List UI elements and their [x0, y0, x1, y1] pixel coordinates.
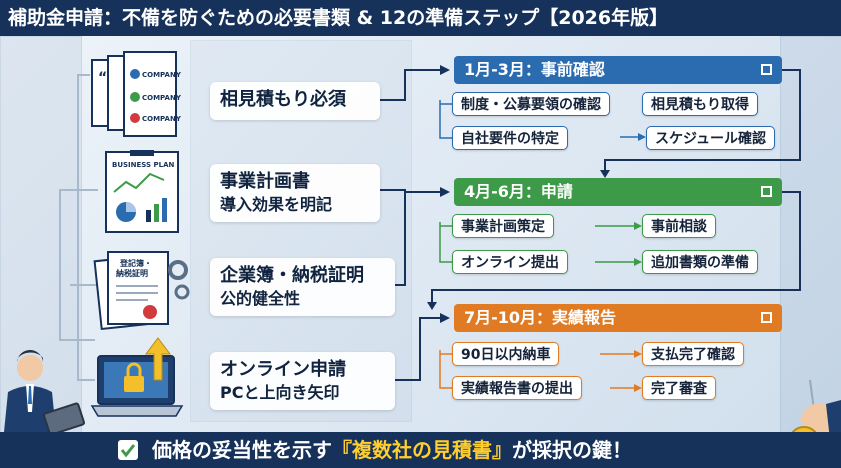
footer-text-before: 価格の妥当性を示す [152, 438, 332, 462]
step-item: スケジュール確認 [646, 126, 776, 150]
step-item: 追加書類の準備 [642, 250, 758, 274]
company-text-1: COMPANY [142, 71, 182, 79]
laptop-upload-icon [90, 336, 184, 417]
certificate-text-1: 登記簿・ [119, 258, 152, 268]
step-item: 実績報告書の提出 [452, 376, 582, 400]
step-item: 事業計画策定 [452, 214, 554, 238]
step-item: オンライン提出 [452, 250, 568, 274]
background-shelf-right [780, 36, 841, 434]
footer-banner: 価格の妥当性を示す『複数社の見積書』が採択の鍵！ [0, 432, 841, 468]
document-label-business-plan: 事業計画書 導入効果を明記 [210, 164, 380, 222]
step-item: 制度・公募要領の確認 [452, 92, 610, 116]
footer-text-highlight: 『複数社の見積書』 [332, 438, 512, 462]
document-subtitle: PCと上向き矢印 [220, 383, 340, 402]
document-title: 事業計画書 [220, 171, 310, 192]
svg-text:“: “ [98, 70, 107, 86]
phase-header-2: 4月-6月：申請 [454, 178, 782, 206]
document-label-certificate: 企業簿・納税証明 公的健全性 [210, 258, 395, 316]
footer-message: 価格の妥当性を示す『複数社の見積書』が採択の鍵！ [152, 432, 632, 468]
checkbox-icon [761, 312, 772, 323]
business-plan-icon: BUSINESS PLAN [104, 150, 192, 233]
checkmark-icon [118, 440, 138, 460]
step-item: 自社要件の特定 [452, 126, 568, 150]
footer-text-after: が採択の鍵！ [512, 438, 632, 462]
document-title: オンライン申請 [220, 359, 346, 380]
step-item: 事前相談 [642, 214, 716, 238]
step-item: 相見積もり取得 [642, 92, 758, 116]
phase-title: 1月-3月：事前確認 [464, 60, 605, 79]
company-text-3: COMPANY [142, 115, 182, 123]
certificate-documents-icon: 登記簿・ 納税証明 [93, 248, 190, 331]
phase-title: 7月-10月：実績報告 [464, 308, 617, 327]
document-title: 相見積もり必須 [220, 89, 346, 110]
certificate-text-2: 納税証明 [116, 268, 148, 278]
businessman-illustration [0, 349, 90, 436]
business-plan-text: BUSINESS PLAN [112, 161, 175, 169]
document-subtitle: 導入効果を明記 [220, 195, 333, 214]
checkbox-icon [761, 64, 772, 75]
phase-header-1: 1月-3月：事前確認 [454, 56, 782, 84]
phase-title: 4月-6月：申請 [464, 182, 573, 201]
step-item: 完了審査 [642, 376, 716, 400]
step-item: 支払完了確認 [642, 342, 744, 366]
quotation-documents-icon: “ COMPANY COMPANY COMPANY [88, 51, 182, 137]
document-label-quotes: 相見積もり必須 [210, 82, 380, 120]
document-title: 企業簿・納税証明 [220, 265, 364, 286]
checkbox-icon [761, 186, 772, 197]
phase-header-3: 7月-10月：実績報告 [454, 304, 782, 332]
page-title: 補助金申請：不備を防ぐための必要書類 & 12の準備ステップ【2026年版】 [0, 0, 841, 36]
document-label-online: オンライン申請 PCと上向き矢印 [210, 352, 395, 410]
document-subtitle: 公的健全性 [220, 289, 301, 308]
step-item: 90日以内納車 [452, 342, 560, 366]
company-text-2: COMPANY [142, 94, 182, 102]
